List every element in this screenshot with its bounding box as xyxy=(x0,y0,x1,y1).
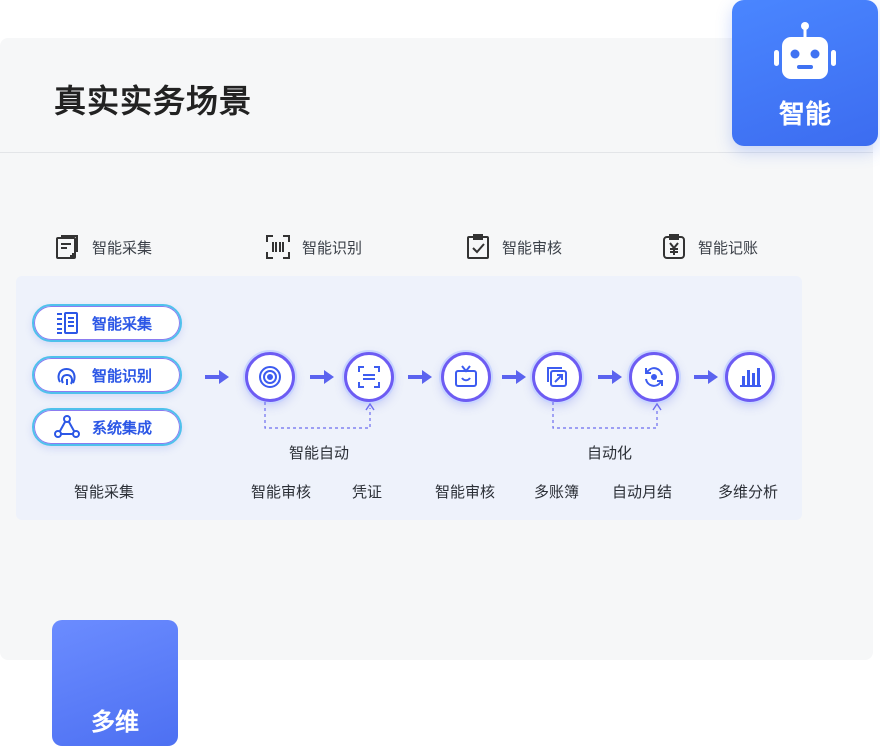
scan-doc-icon xyxy=(358,366,380,388)
node-voucher xyxy=(344,352,394,402)
target-icon xyxy=(259,366,281,388)
category-label: 智能审核 xyxy=(502,238,563,257)
network-icon xyxy=(54,415,80,438)
badge-multidimensional: 多维 xyxy=(52,620,178,746)
tv-smile-icon xyxy=(455,365,477,387)
category-smart-bookkeeping: 智能记账 xyxy=(660,232,758,262)
yen-clipboard-icon xyxy=(663,234,685,259)
arrow-icon xyxy=(408,370,432,384)
badge-smart-label: 智能 xyxy=(778,100,831,130)
pill-smart-recognize: 智能识别 xyxy=(32,356,182,394)
badge-multidimensional-label: 多维 xyxy=(91,708,139,736)
pill-label: 系统集成 xyxy=(92,418,153,437)
barcode-doc-icon xyxy=(57,312,78,334)
group-label-automation: 自动化 xyxy=(587,444,633,462)
copy-arrow-icon xyxy=(547,367,567,387)
pill-label: 智能采集 xyxy=(92,314,153,333)
arrow-icon xyxy=(598,370,622,384)
form-add-icon xyxy=(56,235,78,259)
bar-chart-icon xyxy=(740,368,761,387)
fingerprint-icon xyxy=(57,368,76,385)
node-smart-audit xyxy=(245,352,295,402)
category-label: 智能采集 xyxy=(92,238,153,257)
category-label: 智能记账 xyxy=(698,238,759,257)
robot-icon xyxy=(774,22,836,79)
label-month-close: 自动月结 xyxy=(612,483,673,501)
label-analysis: 多维分析 xyxy=(718,483,779,501)
category-label: 智能识别 xyxy=(302,238,363,257)
label-audit: 智能审核 xyxy=(251,483,312,501)
node-analysis xyxy=(725,352,775,402)
category-smart-audit: 智能审核 xyxy=(464,232,562,262)
arrow-icon xyxy=(205,370,229,384)
label-collect: 智能采集 xyxy=(74,483,135,501)
page-title: 真实实务场景 xyxy=(54,82,253,120)
category-smart-recognize: 智能识别 xyxy=(264,232,362,262)
category-smart-collect: 智能采集 xyxy=(54,232,152,262)
pill-smart-collect: 智能采集 xyxy=(32,304,182,342)
clipboard-check-icon xyxy=(467,234,489,259)
pill-system-integration: 系统集成 xyxy=(32,408,182,446)
arrow-icon xyxy=(502,370,526,384)
label-voucher: 凭证 xyxy=(352,483,383,501)
connector-auto-smart xyxy=(264,402,375,429)
scan-icon xyxy=(266,235,290,259)
group-label-auto-smart: 智能自动 xyxy=(289,444,350,462)
label-audit-2: 智能审核 xyxy=(435,483,496,501)
label-multi-ledger: 多账簿 xyxy=(534,483,580,501)
node-multi-ledger xyxy=(532,352,582,402)
title-divider xyxy=(0,152,873,153)
connector-automation xyxy=(552,402,662,429)
arrow-icon xyxy=(310,370,334,384)
arrow-icon xyxy=(694,370,718,384)
node-month-close xyxy=(629,352,679,402)
node-smart-audit-2 xyxy=(441,352,491,402)
refresh-icon xyxy=(645,367,663,387)
badge-smart: 智能 xyxy=(732,0,878,146)
pill-label: 智能识别 xyxy=(92,366,153,385)
